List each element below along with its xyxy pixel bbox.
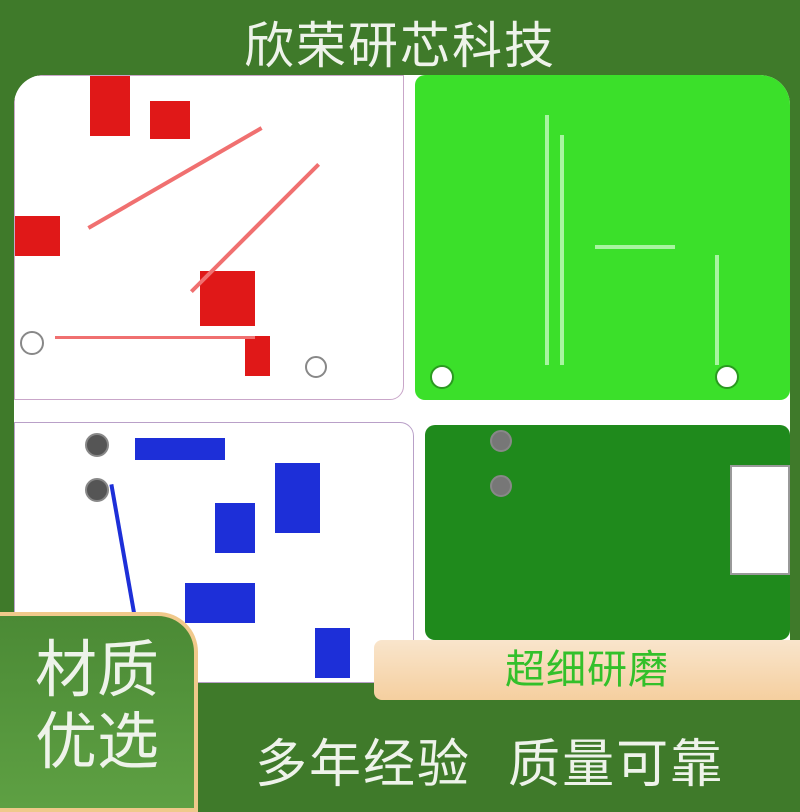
badge-line-2: 优选 — [34, 705, 159, 778]
pcb-red-layout — [14, 75, 404, 400]
footer-slogan: 多年经验 质量可靠 — [255, 722, 724, 797]
pcb-dark-green-layout — [425, 425, 790, 640]
pcb-photo-collage — [14, 75, 790, 683]
slogan-quality: 质量可靠 — [508, 735, 725, 795]
badge-line-1: 材质 — [34, 633, 159, 706]
pcb-green-layout — [415, 75, 790, 400]
slogan-experience: 多年经验 — [255, 735, 472, 795]
connector-cutout — [730, 465, 790, 575]
page-title: 欣荣研芯科技 — [244, 17, 556, 75]
feature-banner: 超细研磨 — [374, 640, 800, 700]
material-badge: 材质优选 — [0, 612, 198, 812]
